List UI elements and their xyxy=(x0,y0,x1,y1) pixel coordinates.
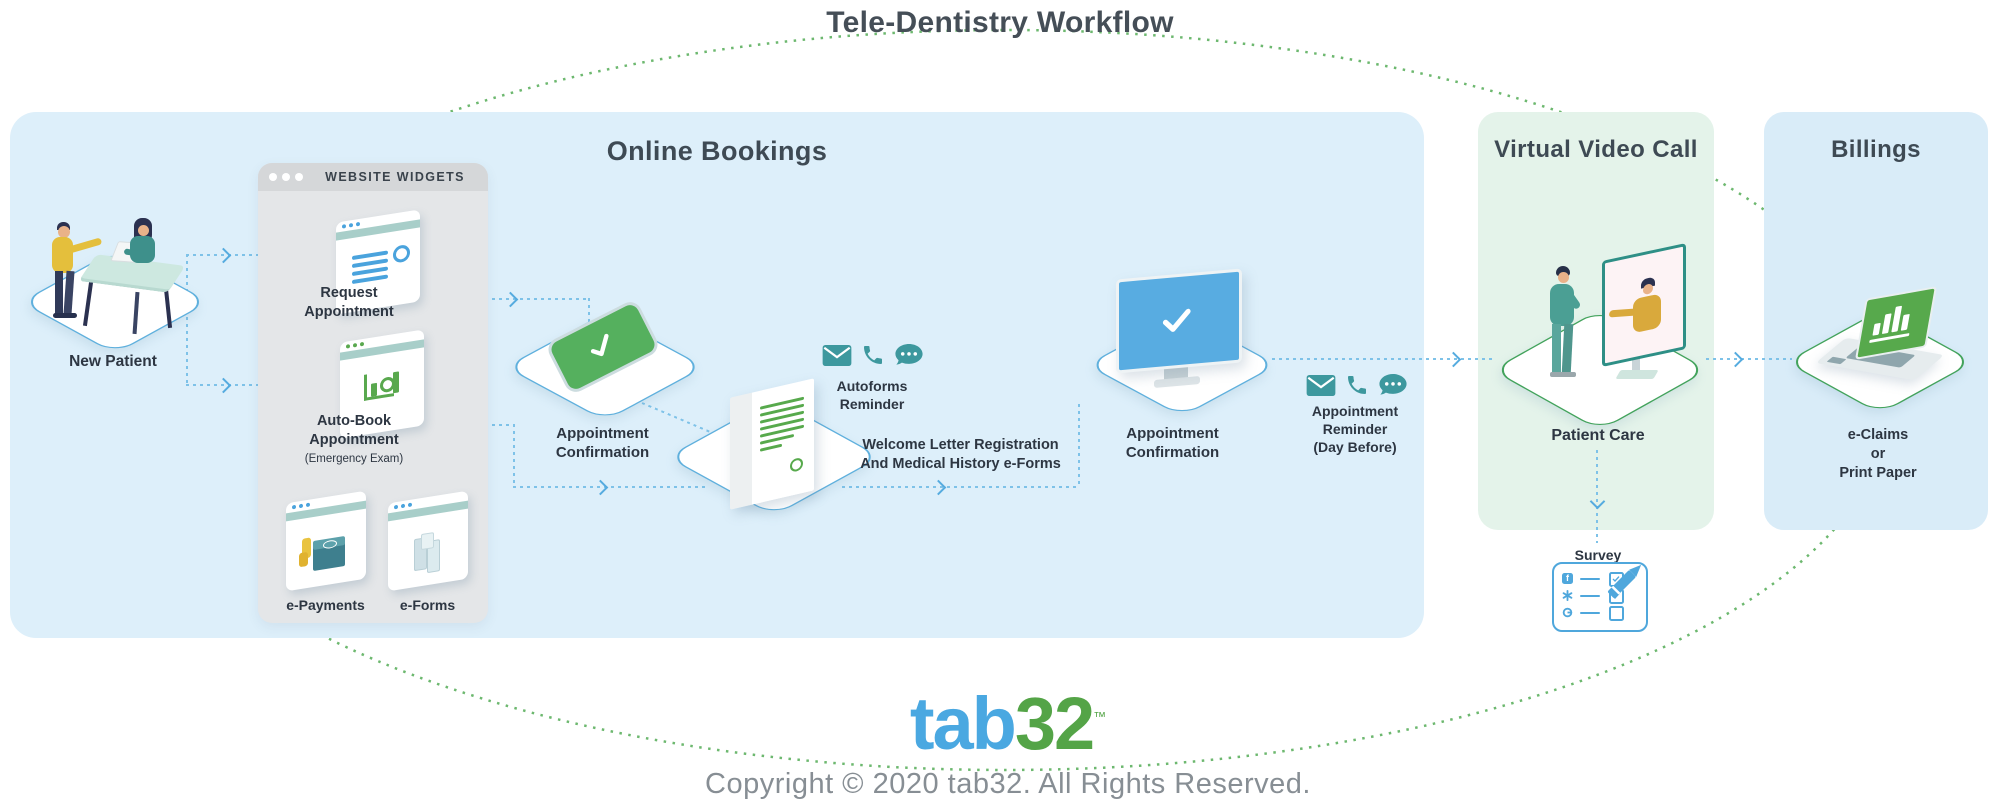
appointment-confirmation-monitor-label: Appointment Confirmation xyxy=(1125,425,1220,461)
e-payments-browser-icon xyxy=(286,490,366,592)
copyright-text: Copyright © 2020 tab32. All Rights Reser… xyxy=(705,768,1311,800)
new-patient-illustration xyxy=(28,200,198,355)
document-icon xyxy=(730,378,814,510)
phone-icon xyxy=(864,346,882,364)
e-forms-label: e-Forms xyxy=(399,597,456,613)
chat-icon xyxy=(895,343,923,365)
check-icon xyxy=(590,333,609,357)
connector xyxy=(842,486,1080,488)
patient-care-illustration xyxy=(1520,243,1690,426)
e-forms-browser-icon xyxy=(388,490,468,592)
connector xyxy=(186,254,188,386)
autoforms-reminder-label: Autoforms Reminder xyxy=(836,378,908,412)
online-bookings-title: Online Bookings xyxy=(606,136,828,166)
website-widgets-title: WEBSITE WIDGETS xyxy=(325,170,465,184)
yelp-icon xyxy=(1562,590,1573,601)
facebook-icon: f xyxy=(1562,573,1573,584)
google-icon xyxy=(1562,607,1573,618)
appointment-confirmation-phone-label: Appointment Confirmation xyxy=(555,425,650,461)
checkbox-icon xyxy=(1609,606,1624,621)
phone-icon xyxy=(1348,376,1366,394)
request-appointment-label: Request Appointment xyxy=(304,285,394,320)
laptop-icon xyxy=(1815,286,1945,392)
check-icon xyxy=(1162,308,1191,332)
appointment-reminder-label: Appointment Reminder (Day Before) xyxy=(1311,403,1399,455)
connector xyxy=(1078,404,1080,488)
tab32-logo: tab32™ xyxy=(909,682,1107,765)
connector xyxy=(422,298,590,300)
connector xyxy=(1272,358,1494,360)
virtual-video-call-title: Virtual Video Call xyxy=(1494,136,1698,163)
auto-book-label: Auto-Book Appointment (Emergency Exam) xyxy=(304,413,404,465)
e-payments-label: e-Payments xyxy=(286,597,365,613)
e-claims-label: e-Claims or Print Paper xyxy=(1839,427,1917,481)
autoforms-reminder-icons xyxy=(822,343,924,367)
new-patient-label: New Patient xyxy=(69,353,157,370)
billings-title: Billings xyxy=(1831,136,1921,163)
welcome-letter-label: Welcome Letter Registration And Medical … xyxy=(860,437,1061,472)
browser-dots-icon xyxy=(269,173,303,181)
chat-icon xyxy=(1379,373,1407,395)
mail-icon xyxy=(1306,374,1336,396)
survey-label: Survey xyxy=(1574,547,1622,563)
trademark-symbol: ™ xyxy=(1093,709,1107,724)
appointment-reminder-icons xyxy=(1306,373,1408,397)
pencil-icon xyxy=(1608,564,1642,598)
connector xyxy=(513,424,515,488)
patient-care-label: Patient Care xyxy=(1551,427,1645,444)
mail-icon xyxy=(822,344,852,366)
monitor-icon xyxy=(1116,268,1246,394)
page-title: Tele-Dentistry Workflow xyxy=(826,6,1174,39)
website-widgets-header: WEBSITE WIDGETS xyxy=(258,163,488,191)
connector xyxy=(1596,450,1598,543)
connector xyxy=(513,486,709,488)
connector xyxy=(588,298,590,324)
smartphone-icon xyxy=(544,298,662,396)
connector xyxy=(1706,358,1792,360)
